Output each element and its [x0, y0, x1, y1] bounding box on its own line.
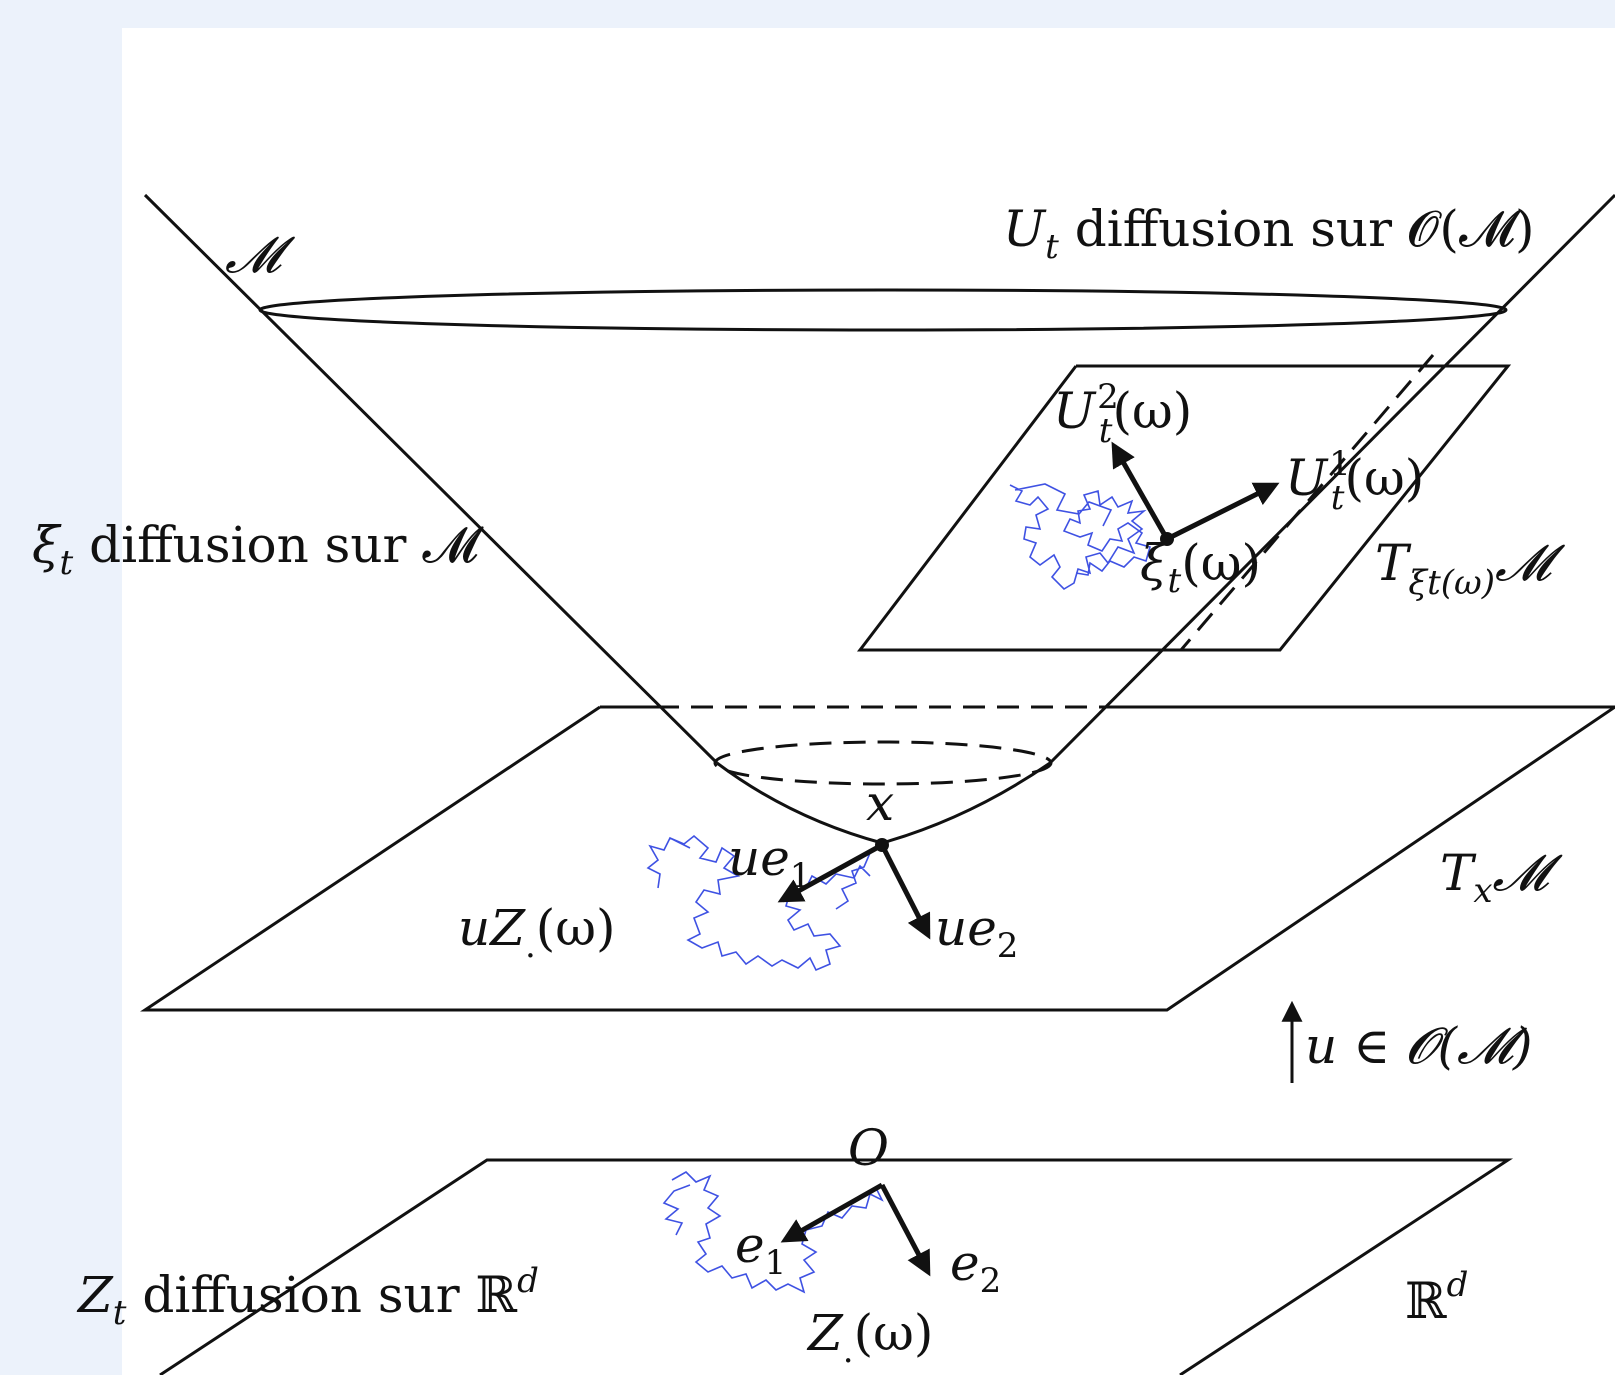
plane-rd: [159, 1158, 1514, 1375]
tangent-plane-x-outline: [140, 705, 1615, 1012]
point-x: [875, 838, 889, 852]
label-u-in-O: u ∈ 𝓞(𝓜): [1305, 1017, 1533, 1075]
label-U-diffusion: Ut diffusion sur 𝓞(𝓜): [1003, 200, 1534, 267]
label-e2: e2: [950, 1234, 1001, 1301]
arrow-U1: [1165, 482, 1280, 542]
manifold-top-ellipse: [258, 288, 1508, 332]
label-uZ: uZ.(ω): [458, 899, 616, 966]
label-manifold: 𝓜: [225, 226, 296, 284]
arrow-U2: [1111, 441, 1170, 541]
label-x: x: [866, 774, 894, 832]
label-ue2: ue2: [935, 899, 1018, 966]
frame-middle: [777, 838, 1303, 1083]
tangent-plane-xi: [856, 354, 1512, 652]
arrow-ue1: [777, 842, 884, 903]
manifold-left-edge: [143, 193, 719, 765]
label-xi-omega: ξt(ω): [1140, 534, 1261, 601]
random-walk-upper: [1009, 483, 1151, 591]
frame-lower: [780, 1182, 931, 1277]
label-e1: e1: [735, 1216, 786, 1283]
label-Rd: ℝd: [1405, 1265, 1468, 1330]
label-tangent-xi: Tξt(ω)𝓜: [1375, 534, 1566, 603]
label-origin: O: [848, 1119, 889, 1177]
arrow-e1: [780, 1182, 884, 1243]
plane-rd-outline: [159, 1158, 1514, 1375]
manifold-right-edge: [1048, 193, 1615, 765]
arrow-ue2: [879, 843, 931, 940]
tangent-plane-xi-outline: [856, 364, 1512, 652]
frame-upper: [1111, 441, 1280, 546]
tangent-plane-x: [140, 705, 1615, 1012]
label-Z-omega: Z.(ω): [806, 1304, 933, 1371]
label-Z-diffusion: Zt diffusion sur ℝd: [76, 1261, 539, 1333]
point-xi-t: [1160, 532, 1174, 546]
arrow-e2: [879, 1183, 931, 1277]
manifold-dashed-ellipse: [713, 740, 1053, 786]
diagram-canvas: [122, 28, 1615, 1375]
hidden-manifold-edge: [1179, 354, 1435, 651]
label-xi-diffusion: ξt diffusion sur 𝓜: [32, 516, 484, 583]
label-ue1: ue1: [728, 829, 811, 896]
label-tangent-x: Tx𝓜: [1440, 844, 1564, 911]
